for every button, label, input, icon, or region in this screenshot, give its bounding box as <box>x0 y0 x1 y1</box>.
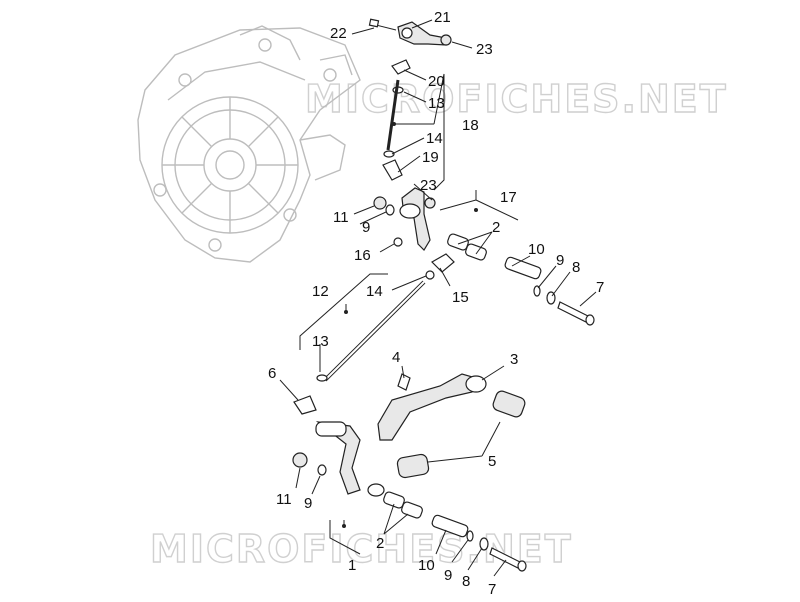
nut-23-top <box>440 34 452 46</box>
upper-linkage <box>368 18 452 181</box>
callout-8-mid: 8 <box>572 259 580 276</box>
callout-14-top: 14 <box>426 130 443 147</box>
callout-12: 12 <box>312 283 329 300</box>
watermark-bottom: MICROFICHES.NET <box>150 527 573 571</box>
callout-4: 4 <box>392 349 400 366</box>
callout-1: 1 <box>348 557 356 574</box>
ball-joint-6 <box>293 395 317 415</box>
callout-9-lower: 9 <box>304 495 312 512</box>
callout-14-mid: 14 <box>366 283 383 300</box>
callout-17: 17 <box>500 189 517 206</box>
washer-16 <box>393 237 403 247</box>
leader-dots <box>342 122 478 528</box>
ball-joint-15 <box>431 253 455 273</box>
callout-16: 16 <box>354 247 371 264</box>
bush-2-lower-b <box>401 501 423 519</box>
washer-9-lower-right <box>466 530 474 542</box>
watermark-top: MICROFICHES.NET <box>305 77 728 121</box>
callout-10-lower: 10 <box>418 557 435 574</box>
callout-21: 21 <box>434 9 451 26</box>
callout-10-mid: 10 <box>528 241 545 258</box>
callout-labels: 22 21 23 20 13 18 14 19 23 17 11 9 2 16 … <box>268 9 604 598</box>
callout-5: 5 <box>488 453 496 470</box>
callout-9-mid-right: 9 <box>556 252 564 269</box>
callout-7-mid: 7 <box>596 279 604 296</box>
callout-6: 6 <box>268 365 276 382</box>
ball-joint-19 <box>382 159 403 181</box>
callout-9-mid: 9 <box>362 219 370 236</box>
washer-9-mid <box>385 204 395 216</box>
peg-5-upper <box>492 390 526 418</box>
callout-7-lower: 7 <box>488 581 496 598</box>
bush-2-mid-b <box>465 243 487 261</box>
screw-4 <box>397 373 411 391</box>
nut-14-mid <box>425 270 435 280</box>
callout-22: 22 <box>330 25 347 42</box>
callout-20: 20 <box>428 73 445 90</box>
callout-3: 3 <box>510 351 518 368</box>
washer-9-lower <box>317 464 327 476</box>
gear-lever-1 <box>292 421 527 572</box>
rod-18 <box>386 79 400 151</box>
screw-22 <box>368 18 380 28</box>
selector-lever-17 <box>373 187 595 326</box>
peg-5-lower <box>396 453 430 479</box>
bush-2-lower-a <box>383 491 405 509</box>
nut-14-top <box>383 150 395 158</box>
rod-12-assembly <box>293 280 426 415</box>
callout-2-lower: 2 <box>376 535 384 552</box>
callout-23-mid: 23 <box>420 177 437 194</box>
nut-13-lower <box>316 374 328 382</box>
callout-13-lower: 13 <box>312 333 329 350</box>
gearbox-housing <box>137 25 361 263</box>
pedal-3 <box>377 373 526 479</box>
callout-19: 19 <box>422 149 439 166</box>
callout-11-lower: 11 <box>276 491 292 508</box>
nut-23-mid <box>424 197 436 209</box>
bolt-7-mid <box>557 301 589 323</box>
spacer-10-mid <box>504 256 542 280</box>
leader-lines <box>279 19 597 577</box>
callout-8-lower: 8 <box>462 573 470 590</box>
callout-23-top: 23 <box>476 41 493 58</box>
washer-9-mid-right <box>533 285 541 297</box>
callout-18: 18 <box>462 117 479 134</box>
washer-8-lower <box>479 537 489 551</box>
bush-2-mid-a <box>447 233 469 251</box>
callout-13-top: 13 <box>428 95 445 112</box>
spacer-10-lower <box>431 514 469 538</box>
callout-15: 15 <box>452 289 469 306</box>
callout-2-mid: 2 <box>492 219 500 236</box>
callout-11-mid: 11 <box>333 209 349 226</box>
nut-11-mid <box>373 196 387 210</box>
nut-11-lower <box>292 452 308 468</box>
ball-joint-20 <box>391 59 411 75</box>
callout-9-lower-right: 9 <box>444 567 452 584</box>
